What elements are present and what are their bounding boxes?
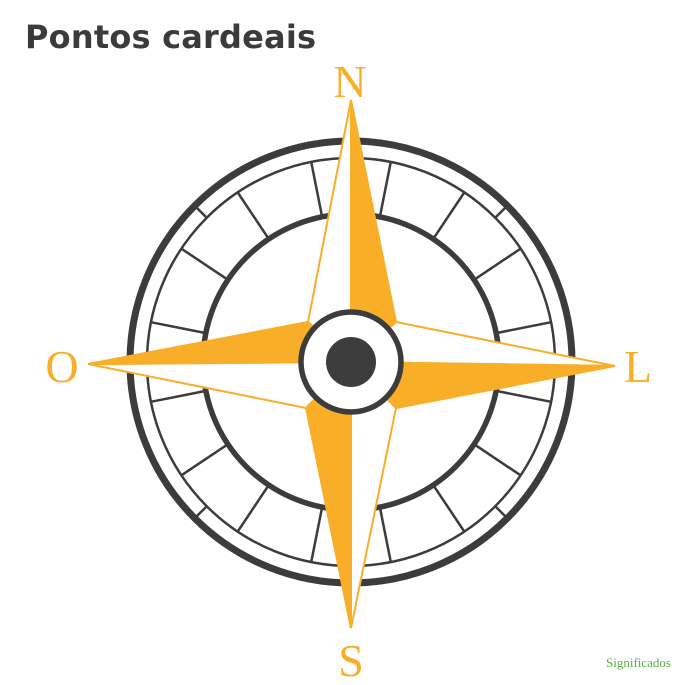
ring-divider	[378, 506, 393, 563]
ring-divider	[150, 320, 207, 335]
outer-ticks	[193, 204, 509, 520]
ring-divider	[432, 484, 466, 533]
outer-tick	[494, 204, 509, 219]
outer-tick	[193, 505, 208, 520]
ring-divider	[309, 506, 324, 563]
north-label: N	[333, 56, 366, 107]
hub-dot	[326, 337, 376, 387]
ring-divider	[495, 320, 552, 335]
west-label: O	[45, 341, 78, 392]
ring-divider	[432, 191, 466, 240]
outer-tick	[494, 505, 509, 520]
ring-divider	[309, 161, 324, 218]
ring-divider	[378, 161, 393, 218]
ring-divider	[473, 247, 522, 281]
ring-divider	[236, 484, 270, 533]
ring-divider	[180, 443, 229, 477]
ring-divider	[495, 389, 552, 404]
ring-divider	[473, 443, 522, 477]
ring-divider	[236, 191, 270, 240]
credit-text: Significados	[606, 655, 671, 670]
ring-divider	[180, 247, 229, 281]
outer-tick	[193, 204, 208, 219]
east-label: L	[624, 341, 652, 392]
star-points	[87, 99, 616, 629]
south-label: S	[338, 635, 364, 685]
ring-divider	[150, 389, 207, 404]
page-title: Pontos cardeais	[25, 18, 317, 56]
ring-dividers	[150, 161, 552, 563]
